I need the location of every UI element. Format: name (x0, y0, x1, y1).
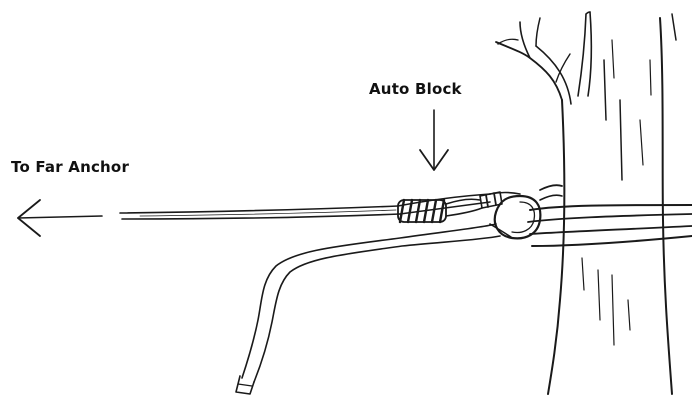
tail-rope (236, 224, 512, 394)
auto-block-label: Auto Block (369, 80, 462, 98)
far-anchor-label: To Far Anchor (11, 158, 129, 176)
tree-trunk (548, 14, 676, 394)
far-anchor-arrow (18, 200, 102, 236)
tree-sling (528, 185, 692, 246)
main-rope (120, 193, 520, 220)
auto-block-arrow (420, 110, 448, 170)
tree-branches (496, 12, 591, 104)
